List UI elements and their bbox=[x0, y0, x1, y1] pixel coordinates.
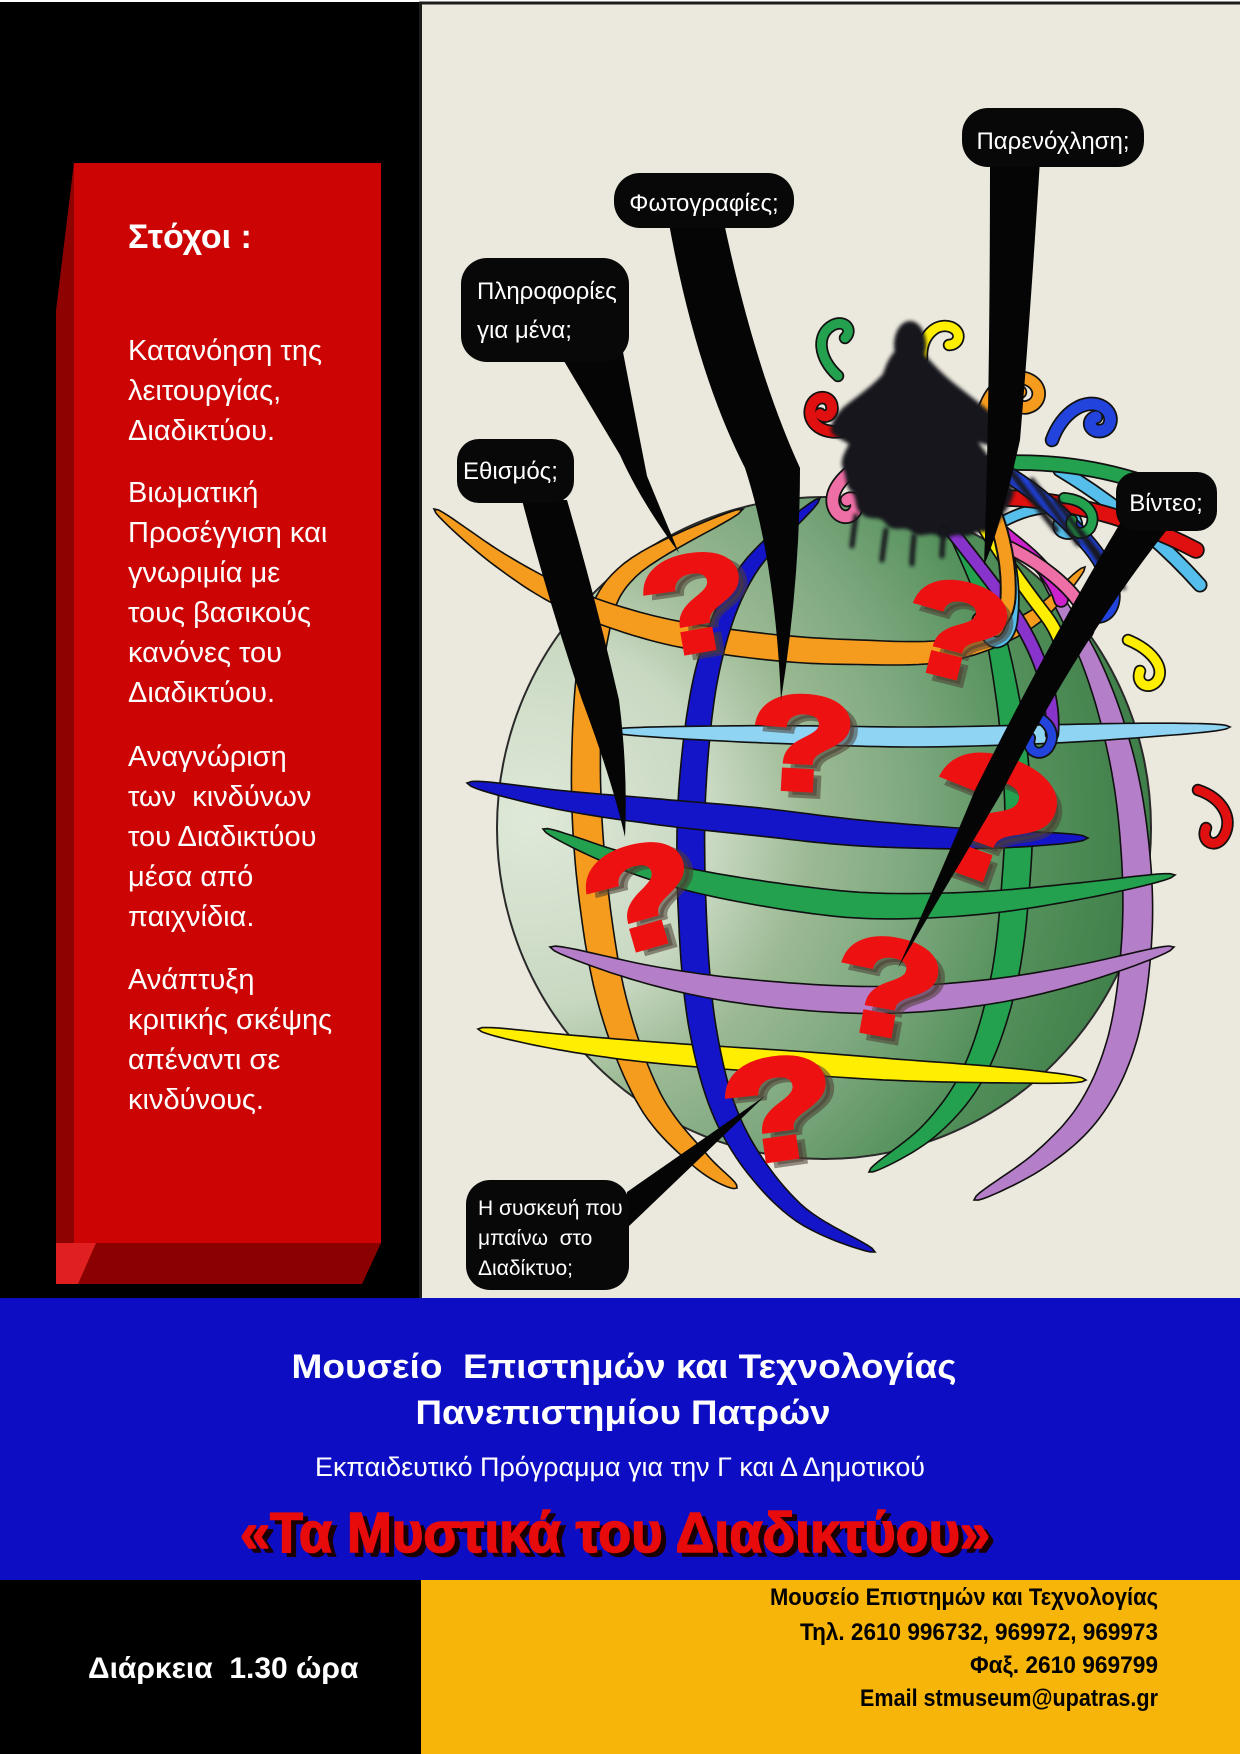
svg-text:των κινδύνων: των κινδύνων bbox=[128, 781, 311, 813]
svg-text:κινδύνους.: κινδύνους. bbox=[128, 1084, 264, 1116]
svg-text:τους βασικούς: τους βασικούς bbox=[128, 597, 311, 629]
svg-text:κριτικής σκέψης: κριτικής σκέψης bbox=[128, 1004, 332, 1036]
svg-text:γνωριμία με: γνωριμία με bbox=[128, 557, 280, 589]
svg-text:μπαίνω στο: μπαίνω στο bbox=[478, 1227, 592, 1250]
svg-text:?: ? bbox=[638, 525, 770, 692]
svg-text:Εκπαιδευτικό Πρόγραμμα για την: Εκπαιδευτικό Πρόγραμμα για την Γ και Δ Δ… bbox=[315, 1452, 925, 1482]
svg-text:Προσέγγιση και: Προσέγγιση και bbox=[128, 517, 327, 549]
svg-text:Βιωματική: Βιωματική bbox=[128, 477, 258, 509]
svg-text:μέσα από: μέσα από bbox=[128, 861, 253, 893]
svg-text:?: ? bbox=[747, 667, 859, 820]
svg-text:Τηλ. 2610 996732, 969972, 9699: Τηλ. 2610 996732, 969972, 969973 bbox=[800, 1619, 1158, 1646]
svg-text:Πληροφορίες: Πληροφορίες bbox=[477, 278, 617, 305]
svg-text:Διαδικτύου.: Διαδικτύου. bbox=[128, 415, 275, 447]
svg-text:?: ? bbox=[754, 674, 866, 827]
svg-text:«Τα Μυστικά του Διαδικτύου»: «Τα Μυστικά του Διαδικτύου» bbox=[245, 1505, 995, 1569]
svg-text:Ανάπτυξη: Ανάπτυξη bbox=[128, 964, 255, 996]
svg-text:του Διαδικτύου: του Διαδικτύου bbox=[128, 821, 316, 853]
svg-text:για μένα;: για μένα; bbox=[477, 317, 572, 344]
svg-text:λειτουργίας,: λειτουργίας, bbox=[128, 375, 281, 407]
svg-text:Φαξ. 2610 969799: Φαξ. 2610 969799 bbox=[970, 1652, 1158, 1679]
svg-text:Η συσκευή που: Η συσκευή που bbox=[478, 1197, 623, 1220]
svg-text:Βίντεο;: Βίντεο; bbox=[1129, 490, 1203, 517]
svg-text:?: ? bbox=[721, 1027, 855, 1200]
svg-text:Διαδίκτυο;: Διαδίκτυο; bbox=[478, 1257, 573, 1280]
svg-text:Email stmuseum@upatras.gr: Email stmuseum@upatras.gr bbox=[860, 1685, 1158, 1712]
svg-text:παιχνίδια.: παιχνίδια. bbox=[128, 901, 254, 933]
svg-text:Κατανόηση της: Κατανόηση της bbox=[128, 335, 322, 367]
svg-text:Διάρκεια 1.30 ώρα: Διάρκεια 1.30 ώρα bbox=[88, 1652, 359, 1685]
svg-text:Εθισμός;: Εθισμός; bbox=[463, 458, 558, 485]
svg-text:«Τα Μυστικά του Διαδικτύου»: «Τα Μυστικά του Διαδικτύου» bbox=[240, 1501, 990, 1565]
svg-text:Μουσείο Επιστημών και Τεχνολογ: Μουσείο Επιστημών και Τεχνολογίας bbox=[770, 1584, 1158, 1611]
svg-text:?: ? bbox=[712, 1022, 846, 1195]
svg-text:απέναντι σε: απέναντι σε bbox=[128, 1044, 280, 1076]
svg-text:Μουσείο Επιστημών και Τεχνολο: Μουσείο Επιστημών και Τεχνολογίας bbox=[292, 1348, 957, 1386]
svg-text:Φωτογραφίες;: Φωτογραφίες; bbox=[629, 190, 778, 217]
svg-text:Αναγνώριση: Αναγνώριση bbox=[128, 741, 287, 773]
svg-text:Διαδικτύου.: Διαδικτύου. bbox=[128, 677, 275, 709]
svg-text:Παρενόχληση;: Παρενόχληση; bbox=[976, 128, 1129, 155]
svg-text:Πανεπιστημίου Πατρών: Πανεπιστημίου Πατρών bbox=[416, 1394, 831, 1432]
svg-text:κανόνες του: κανόνες του bbox=[128, 637, 282, 669]
svg-text:Στόχοι :: Στόχοι : bbox=[128, 218, 252, 256]
